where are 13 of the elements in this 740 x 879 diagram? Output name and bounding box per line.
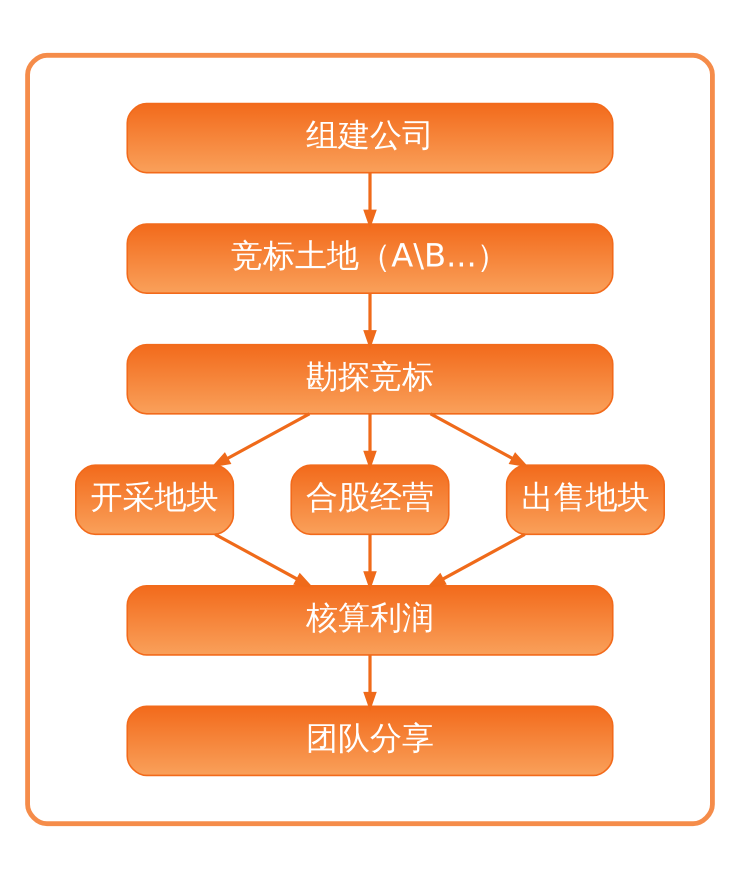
arrow xyxy=(214,532,314,588)
node-box: 开采地块 xyxy=(75,464,234,536)
node-box: 合股经营 xyxy=(290,464,450,536)
node-box: 团队分享 xyxy=(126,706,614,776)
node-box: 核算利润 xyxy=(126,584,614,656)
node-box: 组建公司 xyxy=(126,102,614,174)
arrow xyxy=(426,532,526,588)
node-box: 竞标土地（A\B...） xyxy=(126,223,614,294)
node-box: 勘探竞标 xyxy=(126,344,614,415)
cluster xyxy=(25,52,715,826)
arrow xyxy=(430,412,529,468)
arrow xyxy=(211,412,310,468)
node-box: 出售地块 xyxy=(506,464,665,536)
